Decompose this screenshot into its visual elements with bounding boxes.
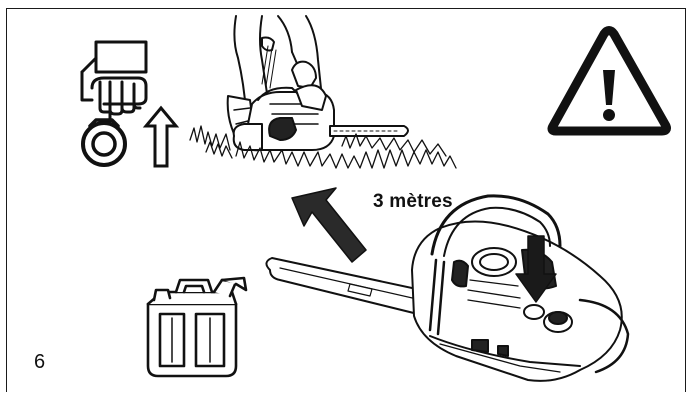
figure-frame: [6, 8, 686, 392]
fuel-cap-down-arrow-icon: [515, 235, 557, 303]
distance-label: 3 mètres: [373, 191, 453, 212]
page-number: 6: [34, 351, 46, 373]
hand-pull-starter-icon: [80, 40, 148, 167]
fuel-can-icon: [146, 276, 248, 378]
warning-triangle-icon: [547, 26, 671, 136]
move-away-arrow-icon: [291, 187, 367, 263]
operator-starting-chainsaw-icon: [189, 15, 457, 169]
up-arrow-icon: [142, 105, 180, 168]
